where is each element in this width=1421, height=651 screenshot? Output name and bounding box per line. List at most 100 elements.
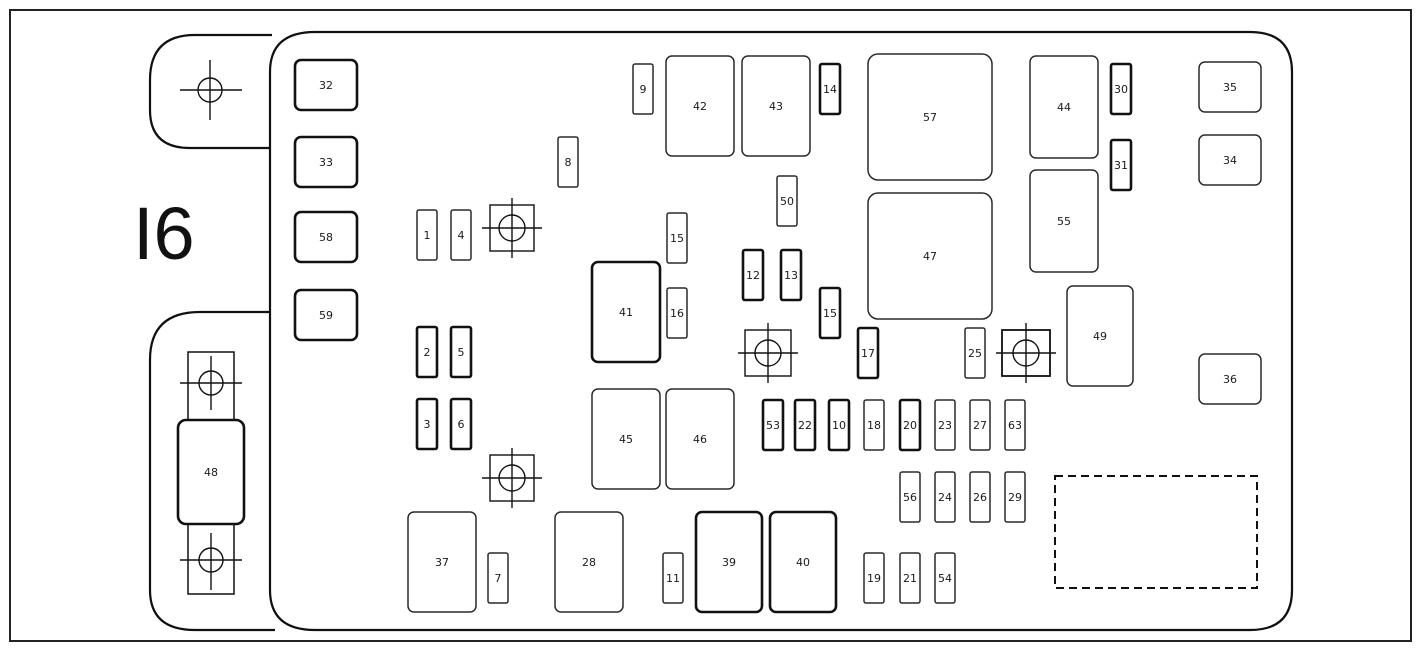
fuse-25: 25 bbox=[964, 327, 986, 379]
svg-text:37: 37 bbox=[435, 556, 449, 569]
fuse-6: 6 bbox=[449, 397, 473, 451]
svg-text:32: 32 bbox=[319, 79, 333, 92]
fuse-13: 13 bbox=[779, 248, 803, 302]
svg-text:15: 15 bbox=[823, 307, 837, 320]
svg-text:22: 22 bbox=[798, 419, 812, 432]
fuse-box-title: I6 bbox=[133, 192, 195, 275]
fuse-7: 7 bbox=[487, 552, 509, 604]
svg-text:49: 49 bbox=[1093, 330, 1107, 343]
svg-text:19: 19 bbox=[867, 572, 881, 585]
svg-text:33: 33 bbox=[319, 156, 333, 169]
relay-59: 59 bbox=[293, 288, 359, 342]
fuse-54: 54 bbox=[934, 552, 956, 604]
fuse-30: 30 bbox=[1109, 62, 1133, 116]
empty-slot-dashed bbox=[1054, 475, 1258, 589]
relay-37: 37 bbox=[407, 511, 477, 613]
mount-hole-icon bbox=[738, 323, 798, 383]
svg-text:53: 53 bbox=[766, 419, 780, 432]
svg-text:12: 12 bbox=[746, 269, 760, 282]
relay-34: 34 bbox=[1198, 134, 1262, 186]
svg-text:55: 55 bbox=[1057, 215, 1071, 228]
svg-text:8: 8 bbox=[565, 156, 572, 169]
fuse-31: 31 bbox=[1109, 138, 1133, 192]
svg-text:36: 36 bbox=[1223, 373, 1237, 386]
svg-text:7: 7 bbox=[495, 572, 502, 585]
svg-text:29: 29 bbox=[1008, 491, 1022, 504]
svg-text:50: 50 bbox=[780, 195, 794, 208]
fuse-11: 11 bbox=[662, 552, 684, 604]
svg-text:23: 23 bbox=[938, 419, 952, 432]
svg-text:5: 5 bbox=[458, 346, 465, 359]
svg-text:14: 14 bbox=[823, 83, 837, 96]
fuse-10: 10 bbox=[827, 398, 851, 452]
fuse-4: 4 bbox=[450, 209, 472, 261]
svg-text:58: 58 bbox=[319, 231, 333, 244]
housing-outline bbox=[268, 30, 1294, 632]
mounting-tab-top bbox=[148, 33, 272, 150]
fuse-26: 26 bbox=[969, 471, 991, 523]
relay-42: 42 bbox=[665, 55, 735, 157]
svg-text:56: 56 bbox=[903, 491, 917, 504]
relay-58: 58 bbox=[293, 210, 359, 264]
fuse-27: 27 bbox=[969, 399, 991, 451]
fuse-17: 17 bbox=[856, 326, 880, 380]
svg-text:41: 41 bbox=[619, 306, 633, 319]
fuse-8: 8 bbox=[557, 136, 579, 188]
svg-text:42: 42 bbox=[693, 100, 707, 113]
svg-text:35: 35 bbox=[1223, 81, 1237, 94]
mount-hole-icon bbox=[482, 198, 542, 258]
svg-text:18: 18 bbox=[867, 419, 881, 432]
svg-text:9: 9 bbox=[640, 83, 647, 96]
fuse-20: 20 bbox=[898, 398, 922, 452]
svg-text:3: 3 bbox=[424, 418, 431, 431]
fuse-1: 1 bbox=[416, 209, 438, 261]
svg-text:11: 11 bbox=[666, 572, 680, 585]
svg-text:59: 59 bbox=[319, 309, 333, 322]
svg-text:25: 25 bbox=[968, 347, 982, 360]
svg-text:6: 6 bbox=[458, 418, 465, 431]
relay-55: 55 bbox=[1029, 169, 1099, 273]
relay-36: 36 bbox=[1198, 353, 1262, 405]
fuse-16: 16 bbox=[666, 287, 688, 339]
relay-47: 47 bbox=[867, 192, 993, 320]
fuse-15: 15 bbox=[666, 212, 688, 264]
fuse-12: 12 bbox=[741, 248, 765, 302]
svg-text:40: 40 bbox=[796, 556, 810, 569]
relay-45: 45 bbox=[591, 388, 661, 490]
svg-text:2: 2 bbox=[424, 346, 431, 359]
fuse-14: 14 bbox=[818, 62, 842, 116]
svg-text:21: 21 bbox=[903, 572, 917, 585]
relay-46: 46 bbox=[665, 388, 735, 490]
mount-hole-icon bbox=[482, 448, 542, 508]
svg-text:24: 24 bbox=[938, 491, 952, 504]
svg-text:26: 26 bbox=[973, 491, 987, 504]
relay-41: 41 bbox=[590, 260, 662, 364]
mount-hole-icon bbox=[996, 323, 1056, 383]
svg-text:28: 28 bbox=[582, 556, 596, 569]
svg-text:34: 34 bbox=[1223, 154, 1237, 167]
relay-43: 43 bbox=[741, 55, 811, 157]
relay-57: 57 bbox=[867, 53, 993, 181]
svg-text:15: 15 bbox=[670, 232, 684, 245]
svg-text:44: 44 bbox=[1057, 101, 1071, 114]
relay-28: 28 bbox=[554, 511, 624, 613]
svg-text:45: 45 bbox=[619, 433, 633, 446]
svg-text:54: 54 bbox=[938, 572, 952, 585]
outer-frame bbox=[9, 9, 1412, 642]
mega-fuse-48: 48 bbox=[176, 351, 246, 595]
svg-text:30: 30 bbox=[1114, 83, 1128, 96]
fuse-2: 2 bbox=[415, 325, 439, 379]
fuse-50: 50 bbox=[776, 175, 798, 227]
mount-hole-icon bbox=[180, 60, 242, 120]
svg-text:31: 31 bbox=[1114, 159, 1128, 172]
fuse-19: 19 bbox=[863, 552, 885, 604]
svg-text:57: 57 bbox=[923, 111, 937, 124]
fuse-5: 5 bbox=[449, 325, 473, 379]
svg-text:47: 47 bbox=[923, 250, 937, 263]
fuse-23: 23 bbox=[934, 399, 956, 451]
svg-text:4: 4 bbox=[458, 229, 465, 242]
fuse-18: 18 bbox=[863, 399, 885, 451]
relay-33: 33 bbox=[293, 135, 359, 189]
svg-text:17: 17 bbox=[861, 347, 875, 360]
